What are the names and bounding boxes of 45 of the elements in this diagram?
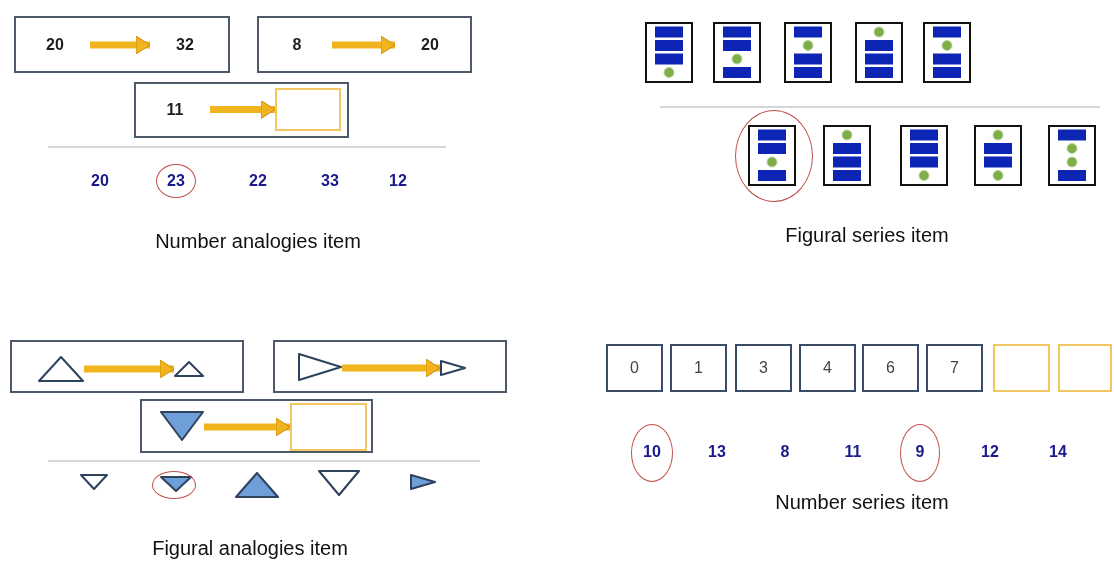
triangle-shape [160,411,204,441]
number-text: 8 [292,36,302,54]
number-text: 32 [176,36,194,54]
item-panel [14,16,230,73]
answer-option: 12 [389,172,407,190]
answer-option: 14 [1049,443,1067,461]
answer-option: 22 [249,172,267,190]
answer-box [1058,344,1112,392]
item-panel [257,16,472,73]
answer-box [275,88,341,131]
number-cell: 1 [670,344,727,392]
item-panel [273,340,507,393]
item-panel [140,399,373,453]
triangle-shape [298,353,342,381]
answer-option: 20 [91,172,109,190]
answer-option: 13 [708,443,726,461]
answer-option: 8 [780,443,790,461]
caption: Number series item [775,490,949,514]
item-panel [10,340,244,393]
item-panel [134,82,349,138]
answer-box [290,403,367,451]
caption: Figural series item [785,223,949,247]
number-text: 20 [46,36,64,54]
number-cell: 3 [735,344,792,392]
arrow [84,359,175,379]
triangle-shape [174,361,204,377]
number-cell: 7 [926,344,983,392]
answer-option: 12 [981,443,999,461]
number-text: 11 [166,101,184,119]
arrow [204,417,291,437]
number-text: 20 [421,36,439,54]
answer-option: 23 [167,172,185,190]
number-cell: 6 [862,344,919,392]
answer-box [993,344,1050,392]
answer-option: 9 [915,443,925,461]
caption: Number analogies item [155,229,361,253]
triangle-shape [38,356,84,382]
arrow [342,358,441,378]
answer-option: 10 [643,443,661,461]
answer-option: 33 [321,172,339,190]
answer-option: 11 [844,443,862,461]
caption: Figural analogies item [152,536,348,560]
triangle-shape [440,360,466,376]
number-cell: 4 [799,344,856,392]
number-cell: 0 [606,344,663,392]
